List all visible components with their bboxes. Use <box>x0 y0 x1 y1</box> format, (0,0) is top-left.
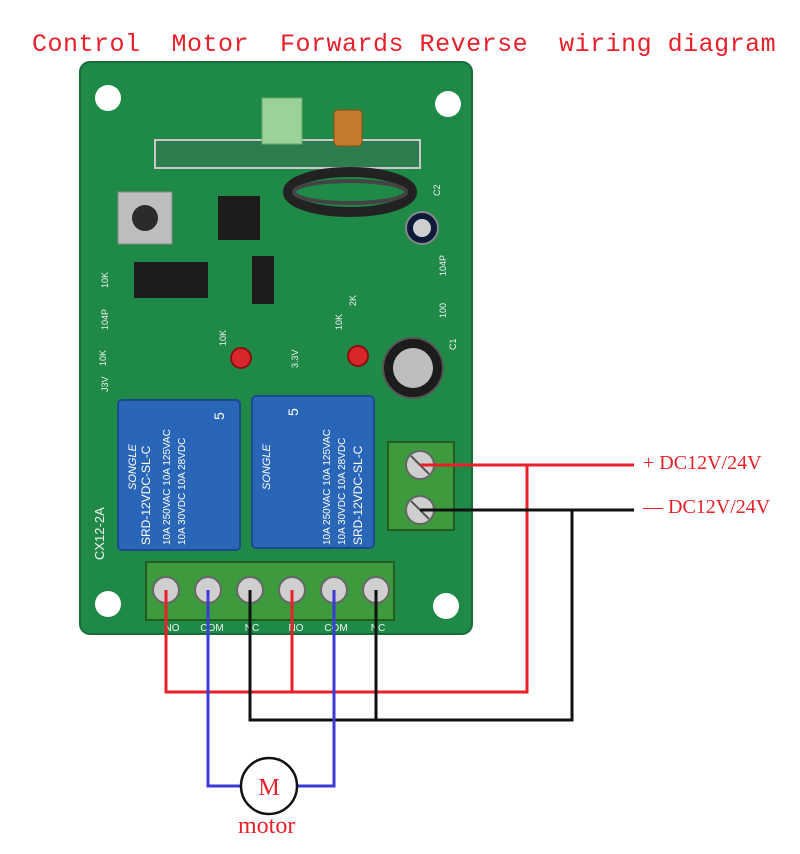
silk-label: J3V <box>100 376 110 392</box>
capacitor-small <box>405 211 439 245</box>
motor-symbol <box>239 756 299 816</box>
relay-left: SRD-12VDC-SL-C 10A 250VAC 10A 125VAC 10A… <box>117 399 241 551</box>
relay-rating-text: 10A 250VAC 10A 125VAC <box>162 429 173 545</box>
silk-label: 10K <box>218 330 228 346</box>
negative-supply-label: — DC12V/24V <box>643 496 771 518</box>
terminal-label-com: COM <box>324 623 347 634</box>
wire-negative-loop <box>248 510 574 722</box>
silk-label: 104P <box>438 255 448 276</box>
motor-label: motor <box>238 813 296 839</box>
silk-label: 10K <box>100 272 110 288</box>
diagram-title: Control Motor Forwards Reverse wiring di… <box>32 30 777 59</box>
relay-rating-text: 10A 30VDC 10A 28VDC <box>177 438 188 545</box>
board-model-label: CX12-2A <box>92 507 107 560</box>
terminal-label-no: NO <box>165 623 180 634</box>
silk-label: C1 <box>448 338 458 350</box>
relay-model-text: SRD-12VDC-SL-C <box>139 445 153 545</box>
push-button <box>117 191 173 245</box>
relay-right: SRD-12VDC-SL-C 10A 250VAC 10A 125VAC 10A… <box>251 395 375 549</box>
mounting-hole <box>95 591 121 617</box>
terminal-label-com: COM <box>200 623 223 634</box>
wire-positive-loop <box>164 465 529 694</box>
status-led <box>230 347 252 369</box>
relay-model-text: SRD-12VDC-SL-C <box>351 445 365 545</box>
wire-motor-left <box>206 590 241 788</box>
mounting-hole <box>433 593 459 619</box>
status-led <box>347 345 369 367</box>
ic-chip <box>134 262 208 298</box>
silk-label: 10K <box>334 314 344 330</box>
mounting-hole <box>95 85 121 111</box>
positive-supply-label: + DC12V/24V <box>643 452 762 474</box>
power-terminal-block <box>387 441 455 531</box>
antenna-coil <box>283 167 417 217</box>
silk-label: 10K <box>98 350 108 366</box>
rf-module <box>154 97 421 169</box>
silk-label: 3.3V <box>290 349 300 368</box>
jumper-header <box>252 256 274 304</box>
silk-label: 100 <box>438 303 448 318</box>
mounting-hole <box>435 91 461 117</box>
terminal-label-no: NO <box>289 623 304 634</box>
relay-pin-text: 5 <box>211 412 227 420</box>
silk-label: 2K <box>348 295 358 306</box>
relay-rating-text: 10A 250VAC 10A 125VAC <box>322 429 333 545</box>
silk-label: C2 <box>432 184 442 196</box>
wire-motor-right <box>297 590 336 788</box>
relay-rating-text: 10A 30VDC 10A 28VDC <box>337 438 348 545</box>
relay-pin-text: 5 <box>285 408 301 416</box>
terminal-label-nc: NC <box>371 623 385 634</box>
capacitor-large <box>382 337 444 399</box>
relay-brand-text: SONGLE <box>261 443 273 490</box>
ic-chip <box>218 196 260 240</box>
relay-brand-text: SONGLE <box>127 443 139 490</box>
silk-label: 104P <box>100 309 110 330</box>
terminal-label-nc: NC <box>245 623 259 634</box>
motor-letter: M <box>258 775 280 801</box>
